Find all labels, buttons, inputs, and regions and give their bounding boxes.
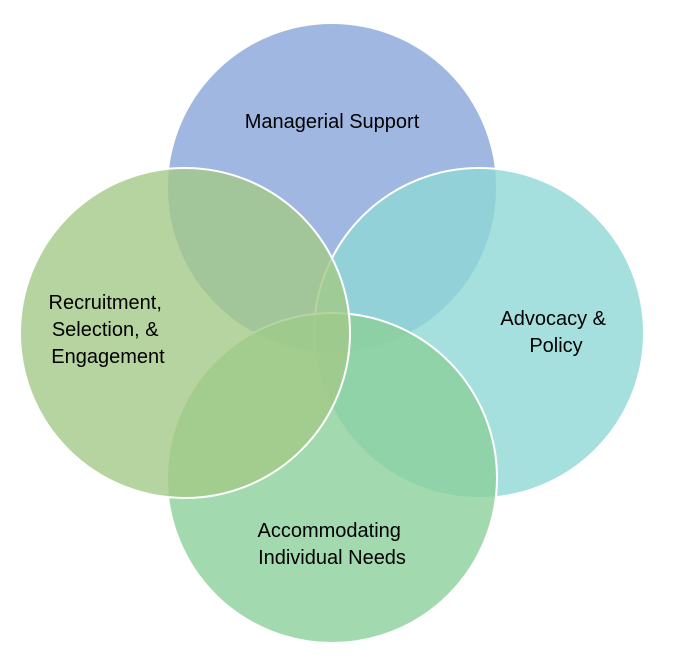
label-line: Advocacy & [500,308,606,330]
label-line: Managerial Support [245,111,420,133]
label-line: Accommodating [258,520,401,542]
label-recruitment: Recruitment, Selection, & Engagement [49,292,168,368]
label-line: Engagement [51,346,165,368]
circle-recruitment [19,167,351,499]
label-line: Recruitment, [49,292,162,314]
label-line: Policy [529,335,582,357]
label-line: Individual Needs [258,547,406,569]
label-advocacy-policy: Advocacy & Policy [500,308,611,357]
label-accommodating-needs: Accommodating Individual Needs [258,520,407,569]
label-managerial-support: Managerial Support [245,111,420,133]
label-line: Selection, & [52,319,159,341]
